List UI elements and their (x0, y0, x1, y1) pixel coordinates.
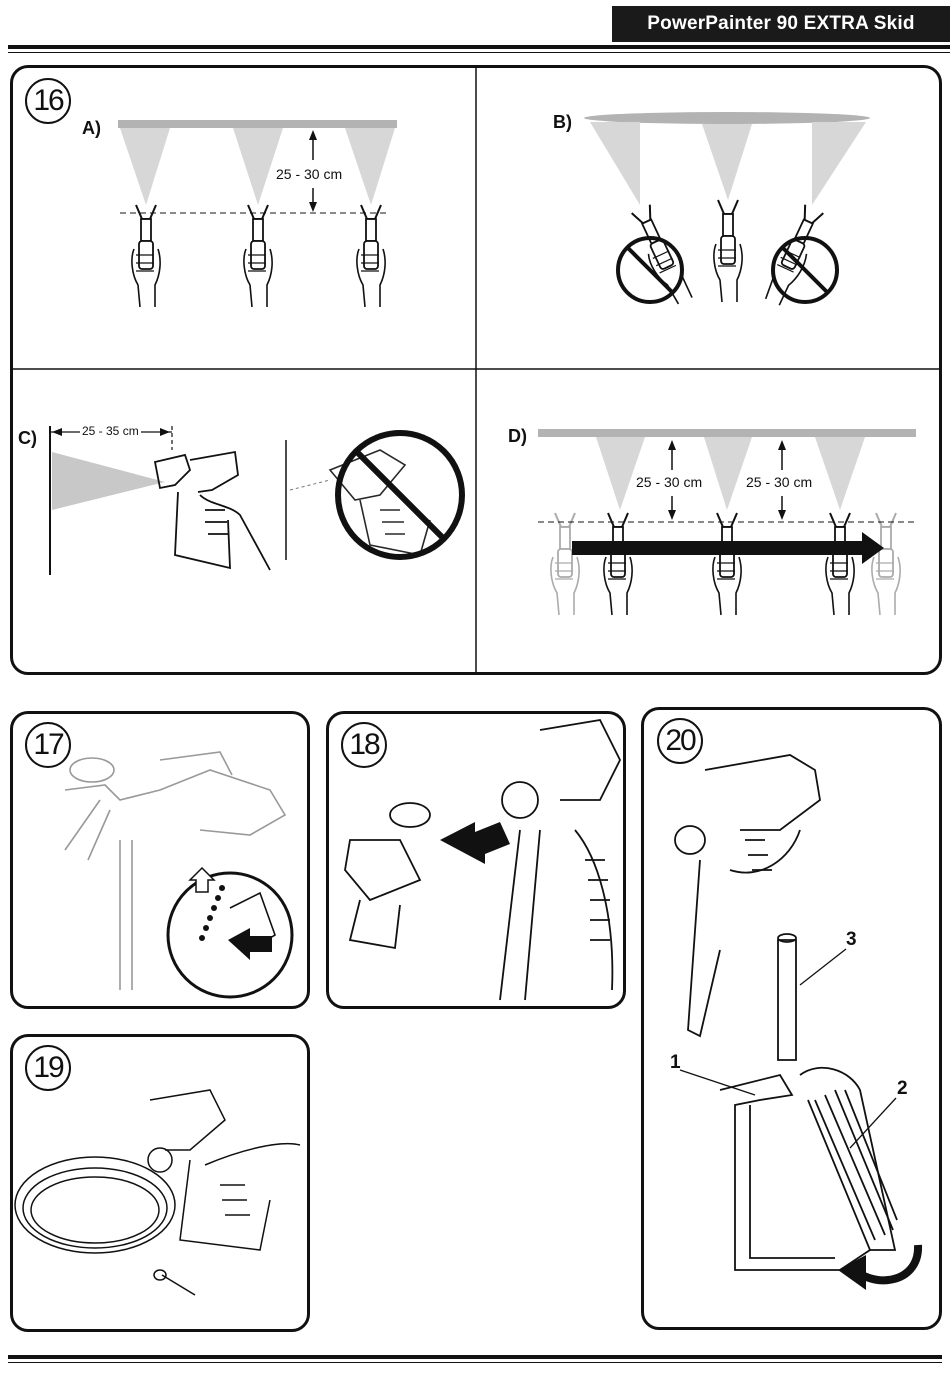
top-rule (8, 45, 950, 49)
step-number-19: 19 (25, 1045, 71, 1091)
panel-a-distance: 25 - 30 cm (274, 166, 345, 182)
bottom-rule-thin (8, 1362, 942, 1363)
step-number-20: 20 (657, 718, 703, 764)
callout-1: 1 (670, 1052, 681, 1073)
header-bar: PowerPainter 90 EXTRA Skid (612, 6, 950, 42)
step-18-panel (326, 711, 626, 1009)
panel-a-label: A) (82, 118, 101, 138)
panel-d-distance-right: 25 - 30 cm (744, 474, 815, 490)
step-number-17: 17 (25, 722, 71, 768)
callout-2: 2 (897, 1078, 908, 1099)
panel-d-label: D) (508, 426, 527, 446)
callout-3: 3 (846, 929, 857, 950)
step-number-16: 16 (25, 78, 71, 124)
bottom-rule (8, 1355, 942, 1359)
page-title: PowerPainter 90 EXTRA Skid (647, 13, 915, 34)
step-number-18: 18 (341, 722, 387, 768)
top-rule-thin (8, 52, 950, 53)
panel-c-distance: 25 - 35 cm (80, 424, 141, 438)
panel-c-label: C) (18, 428, 37, 448)
panel-d-distance-left: 25 - 30 cm (634, 474, 705, 490)
panel-b-label: B) (553, 112, 572, 132)
